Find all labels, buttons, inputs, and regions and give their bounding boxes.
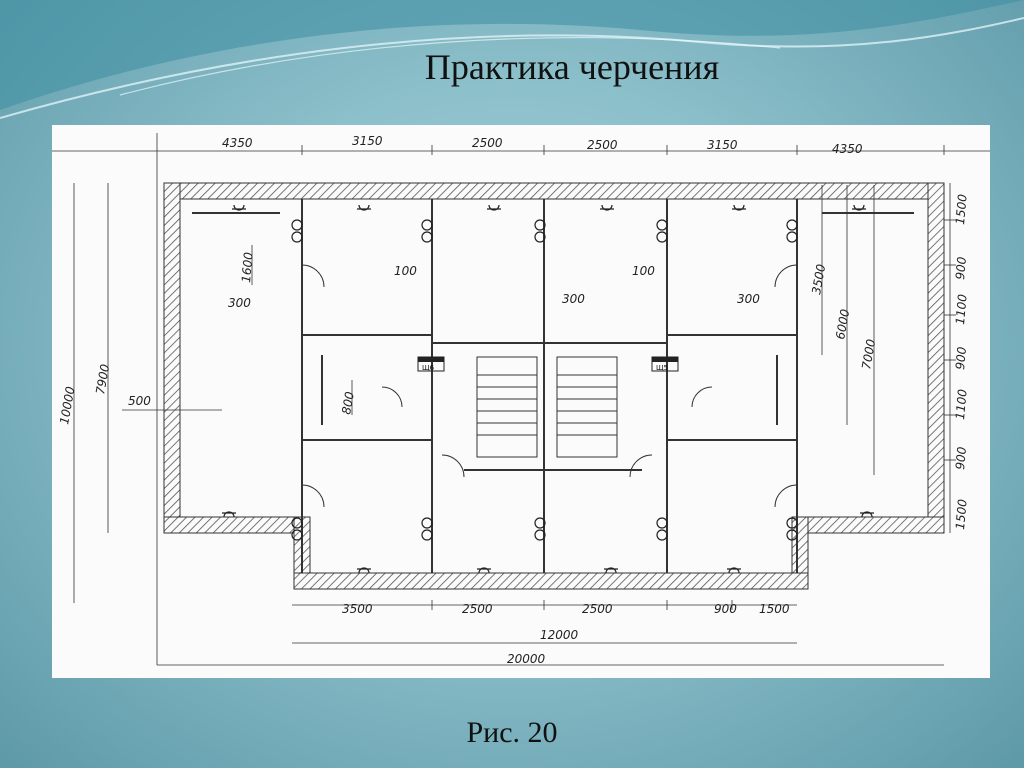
panel-label-1: Щ6 [422,364,435,372]
floor-plan-drawing: Щ6 Щ5 [52,125,990,678]
dim-top-1: 4350 [222,136,253,150]
dim-top-4: 2500 [587,138,618,152]
floor-plan-svg: Щ6 Щ5 [52,133,990,666]
dim-right-5: 1100 [953,388,970,420]
dim-top-3: 2500 [472,136,503,150]
door-swings [301,264,798,508]
dim-right-3: 1100 [953,293,970,325]
dim-int-1: 1600 [239,251,256,283]
dim-int-10: 500 [128,394,151,408]
decorative-wave [0,0,1024,119]
dim-right-1: 1500 [953,193,970,225]
fixtures [222,204,874,574]
dim-int-11: 800 [339,390,357,415]
dim-int-4: 300 [562,292,585,306]
dim-bottom-2: 2500 [462,602,493,616]
dim-int-7: 3500 [809,263,828,296]
dim-top-2: 3150 [352,134,383,148]
dim-right-6: 900 [953,446,969,470]
slide-title: Практика черчения [424,47,720,87]
dimension-labels: 4350 3150 2500 2500 3150 4350 3500 2500 … [57,134,970,666]
dim-right-7: 1500 [953,498,970,530]
dim-int-2: 300 [228,296,251,310]
stairs [476,356,618,458]
dim-total-middle: 12000 [540,628,579,642]
outer-walls [163,182,945,590]
dim-right-4: 900 [953,346,969,370]
dim-left-2: 7900 [93,363,112,396]
dim-int-5: 100 [632,264,655,278]
dimension-lines [52,133,990,666]
dim-int-8: 6000 [833,308,852,341]
dim-bottom-4: 900 [714,602,737,616]
interior-walls [192,199,914,573]
dim-bottom-5: 1500 [759,602,790,616]
dim-bottom-1: 3500 [342,602,373,616]
dim-left-1: 10000 [57,385,77,425]
figure-caption: Рис. 20 [466,716,558,749]
panel-label-2: Щ5 [656,364,668,372]
dim-top-5: 3150 [707,138,738,152]
dim-int-3: 100 [394,264,417,278]
dim-bottom-3: 2500 [582,602,613,616]
dim-top-6: 4350 [832,142,863,156]
dim-right-2: 900 [953,256,969,280]
equipment-panels: Щ6 Щ5 [417,356,679,372]
dim-int-9: 7000 [859,338,878,371]
dim-int-6: 300 [737,292,760,306]
dim-total-overall: 20000 [507,652,546,666]
